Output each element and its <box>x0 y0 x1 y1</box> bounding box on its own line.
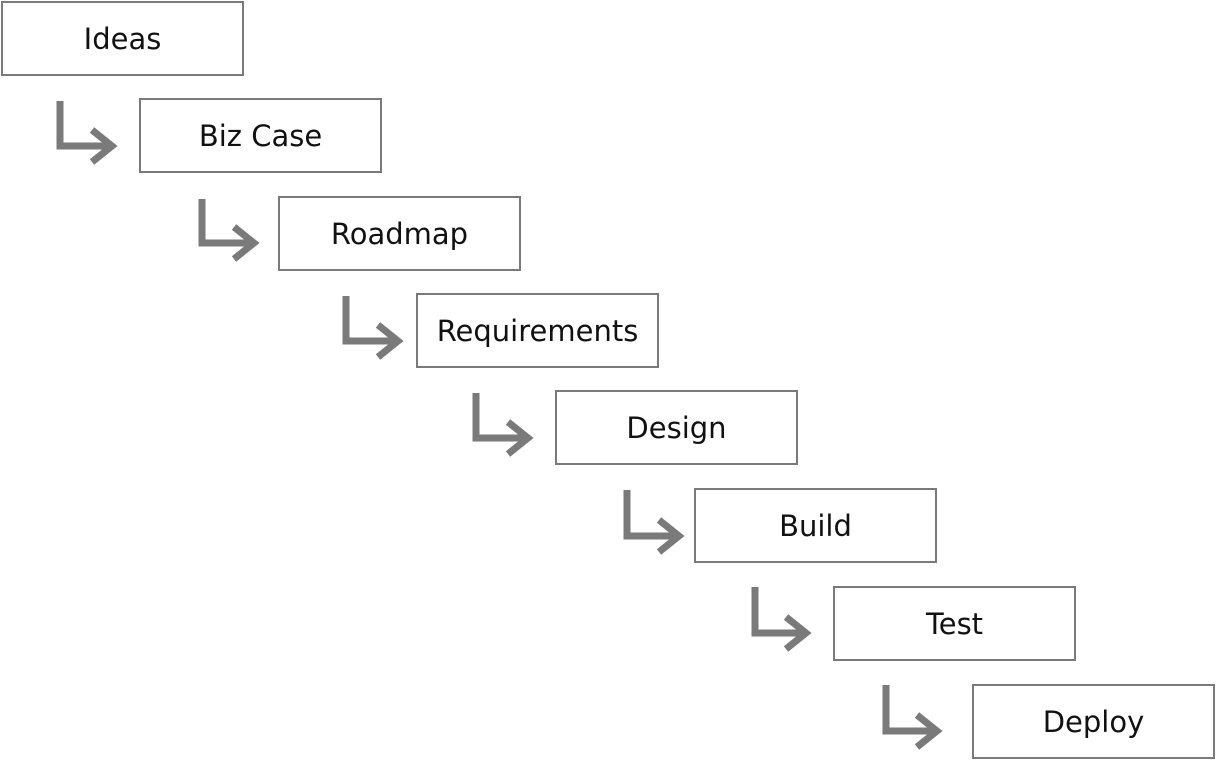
elbow-arrow-icon <box>472 393 528 442</box>
step-roadmap: Roadmap <box>278 196 521 271</box>
arrowhead-icon <box>375 322 404 360</box>
step-label: Deploy <box>1042 704 1145 739</box>
arrowhead-icon <box>783 614 812 652</box>
elbow-arrow-icon <box>751 587 806 637</box>
step-deploy: Deploy <box>972 684 1215 759</box>
arrowhead-icon <box>656 517 685 555</box>
arrowhead-icon <box>89 127 118 165</box>
step-label: Design <box>626 410 727 445</box>
step-requirements: Requirements <box>416 293 659 368</box>
step-build: Build <box>694 488 937 563</box>
elbow-arrow-icon <box>623 490 679 540</box>
arrowhead-icon <box>914 712 943 750</box>
elbow-arrow-icon <box>342 296 398 345</box>
step-label: Build <box>779 508 852 543</box>
step-label: Roadmap <box>330 216 469 251</box>
step-label: Biz Case <box>198 118 323 153</box>
step-ideas: Ideas <box>1 1 244 76</box>
step-design: Design <box>555 390 798 465</box>
elbow-arrow-icon <box>882 685 937 735</box>
arrowhead-icon <box>505 419 534 457</box>
step-biz-case: Biz Case <box>139 98 382 173</box>
step-label: Test <box>925 606 984 641</box>
elbow-arrow-icon <box>198 199 254 247</box>
step-label: Requirements <box>436 313 639 348</box>
step-test: Test <box>833 586 1076 661</box>
elbow-arrow-icon <box>56 101 112 150</box>
step-label: Ideas <box>83 21 162 56</box>
arrowhead-icon <box>231 224 260 262</box>
